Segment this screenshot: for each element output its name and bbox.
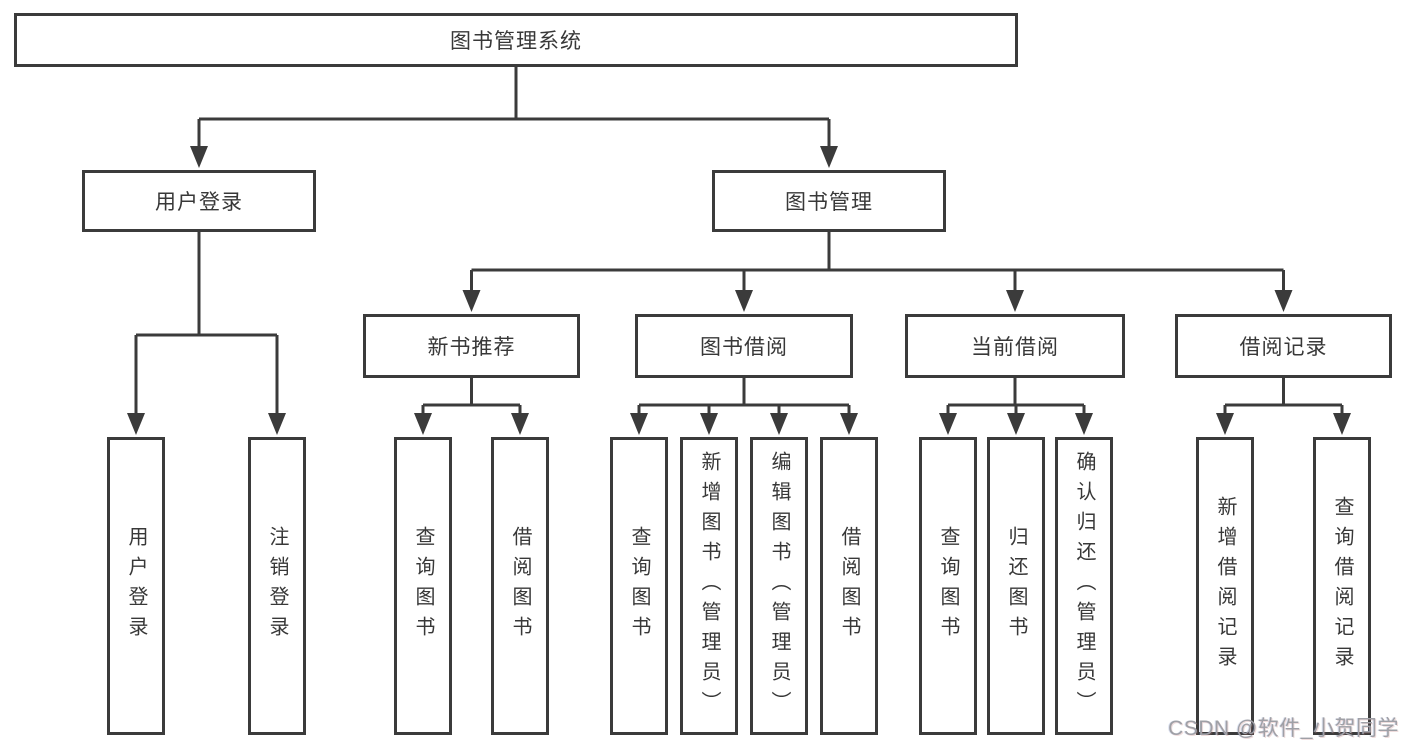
leaf-recommend-query-books: 查询图书 <box>394 437 452 735</box>
leaf-recommend-borrow-books-label: 借阅图书 <box>509 526 531 646</box>
node-user-login: 用户登录 <box>82 170 316 232</box>
leaf-borrow-add-books-admin: 新增图书（管理员） <box>680 437 738 735</box>
leaf-records-add-borrow-record-label: 新增借阅记录 <box>1214 496 1236 676</box>
leaf-borrow-borrow-books-label: 借阅图书 <box>838 526 860 646</box>
leaf-records-query-borrow-record: 查询借阅记录 <box>1313 437 1371 735</box>
leaf-recommend-borrow-books: 借阅图书 <box>491 437 549 735</box>
leaf-borrow-edit-books-admin: 编辑图书（管理员） <box>750 437 808 735</box>
leaf-logout: 注销登录 <box>248 437 306 735</box>
csdn-watermark: CSDN @软件_小贺同学 <box>1168 717 1399 740</box>
leaf-borrow-edit-books-admin-label: 编辑图书（管理员） <box>768 451 790 721</box>
leaf-current-return-books: 归还图书 <box>987 437 1045 735</box>
leaf-user-login: 用户登录 <box>107 437 165 735</box>
leaf-current-return-books-label: 归还图书 <box>1005 526 1027 646</box>
node-book-management: 图书管理 <box>712 170 946 232</box>
leaf-recommend-query-books-label: 查询图书 <box>412 526 434 646</box>
leaf-borrow-borrow-books: 借阅图书 <box>820 437 878 735</box>
leaf-user-login-label: 用户登录 <box>125 526 147 646</box>
leaf-current-query-books-label: 查询图书 <box>937 526 959 646</box>
leaf-borrow-query-books-label: 查询图书 <box>628 526 650 646</box>
leaf-records-add-borrow-record: 新增借阅记录 <box>1196 437 1254 735</box>
leaf-borrow-add-books-admin-label: 新增图书（管理员） <box>698 451 720 721</box>
leaf-current-query-books: 查询图书 <box>919 437 977 735</box>
leaf-current-confirm-return-admin: 确认归还（管理员） <box>1055 437 1113 735</box>
leaf-logout-label: 注销登录 <box>266 526 288 646</box>
node-borrow-records: 借阅记录 <box>1175 314 1392 378</box>
node-book-borrow: 图书借阅 <box>635 314 853 378</box>
arrowheads <box>127 146 1351 435</box>
node-new-book-recommend: 新书推荐 <box>363 314 580 378</box>
node-library-management-system: 图书管理系统 <box>14 13 1018 67</box>
node-current-borrow: 当前借阅 <box>905 314 1125 378</box>
leaf-borrow-query-books: 查询图书 <box>610 437 668 735</box>
connector-lines <box>134 67 1344 415</box>
leaf-records-query-borrow-record-label: 查询借阅记录 <box>1331 496 1353 676</box>
leaf-current-confirm-return-admin-label: 确认归还（管理员） <box>1073 451 1095 721</box>
